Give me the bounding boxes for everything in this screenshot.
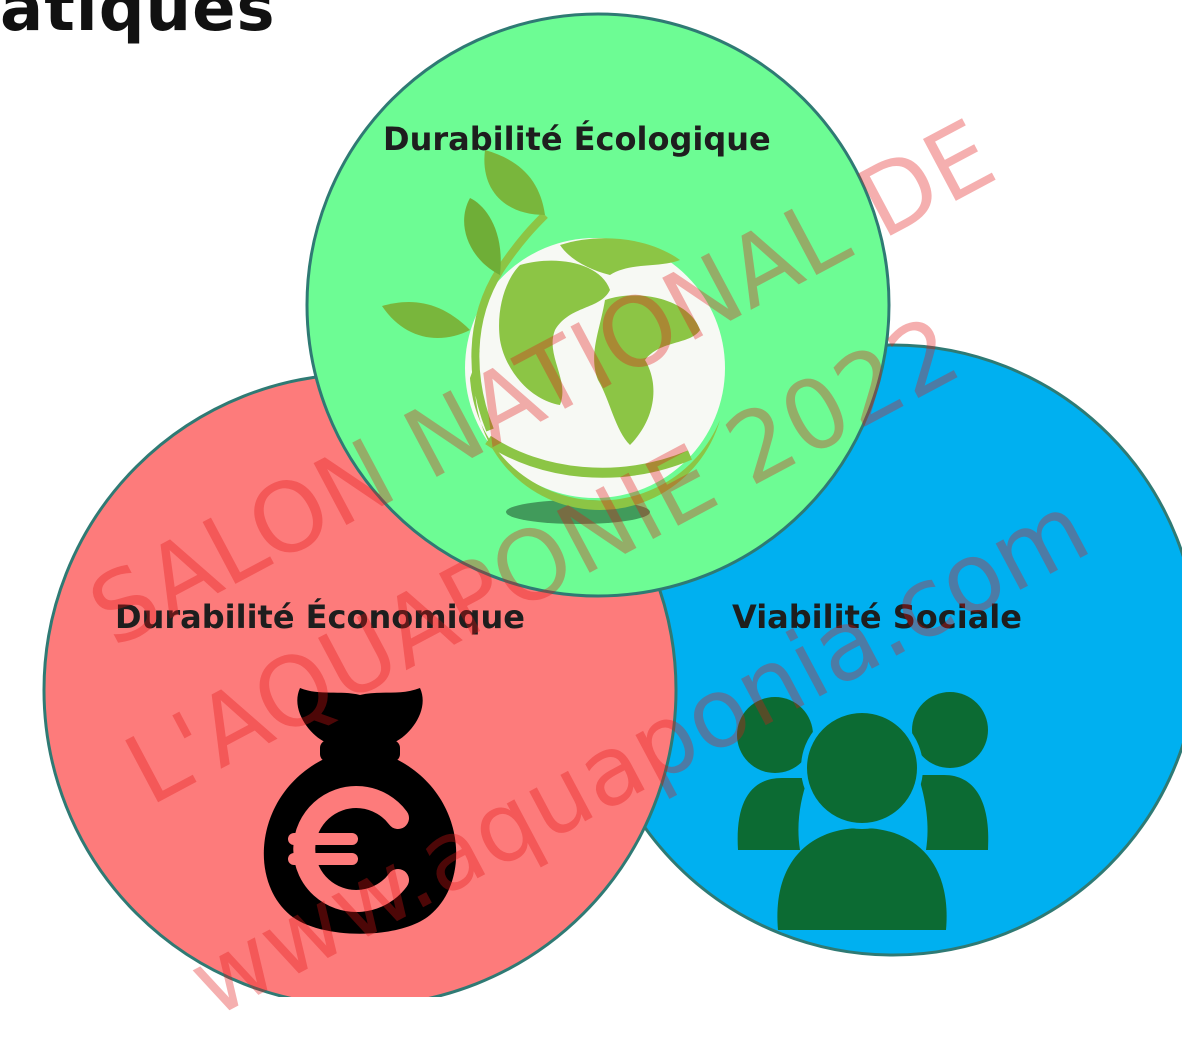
- euro-money-bag-icon: [263, 688, 457, 934]
- venn-diagram: [42, 12, 1182, 997]
- ecological-label: Durabilité Écologique: [383, 120, 771, 158]
- page-title: atiques: [0, 0, 276, 46]
- people-group-icon: [737, 692, 989, 930]
- social-label: Viabilité Sociale: [732, 598, 1022, 636]
- economic-label: Durabilité Économique: [115, 598, 525, 636]
- earth-leaves-icon: [382, 150, 725, 524]
